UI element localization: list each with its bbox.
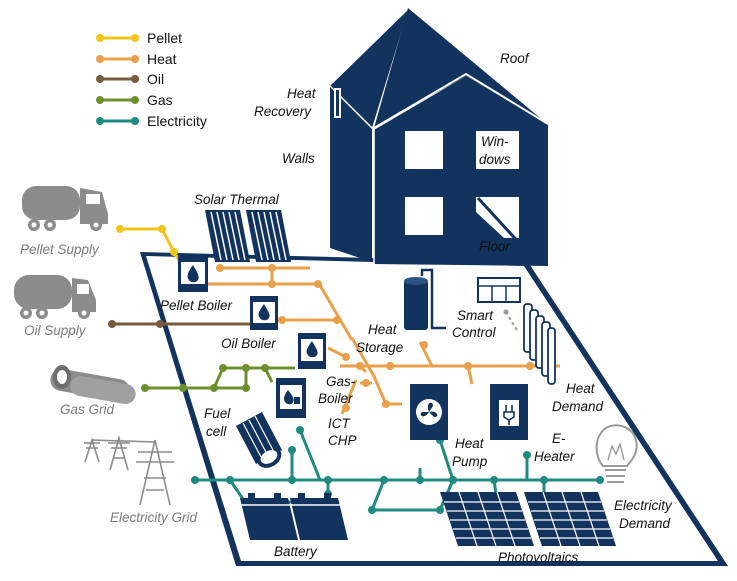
chp-icon — [276, 378, 306, 418]
heat-recovery-label-line1: Heat — [287, 86, 317, 101]
pellet-lines — [120, 227, 182, 263]
window-lower-left — [405, 197, 443, 235]
heat-pump-label-line1: Heat — [455, 436, 485, 451]
legend-label-electricity: Electricity — [147, 113, 207, 129]
electricity-demand-label-line2: Demand — [619, 516, 671, 531]
heat-storage-label-line1: Heat — [368, 322, 398, 337]
e-heater-label-line1: E- — [552, 431, 566, 446]
battery-label: Battery — [274, 544, 318, 559]
fuel-cell-icon — [236, 412, 282, 468]
pellet-boiler-icon — [178, 256, 208, 292]
legend-item-heat: Heat — [96, 51, 177, 67]
windows-label-line2: dows — [479, 152, 511, 167]
pellet-boiler-label: Pellet Boiler — [160, 298, 233, 313]
gas-boiler-icon — [298, 333, 326, 369]
oil-boiler-icon — [250, 296, 278, 330]
window-upper-right — [476, 131, 519, 169]
oil-supply-label: Oil Supply — [24, 323, 87, 338]
ict-chp-label-line2: CHP — [328, 433, 357, 448]
heat-demand-label-line2: Demand — [552, 399, 604, 414]
smart-control-label-line1: Smart — [457, 308, 494, 323]
photovoltaics-label: Photovoltaics — [498, 550, 579, 565]
gas-boiler-label-line2: Boiler — [318, 391, 353, 406]
electricity-demand-label-line1: Electricity — [614, 498, 673, 513]
battery-icon — [240, 493, 348, 540]
smart-control-label-line2: Control — [452, 325, 497, 340]
gas-pipe-icon — [50, 365, 136, 404]
e-heater-label-line2: Heater — [534, 449, 575, 464]
legend-label-gas: Gas — [147, 92, 173, 108]
legend-label-pellet: Pellet — [147, 30, 182, 46]
window-upper-left — [405, 131, 443, 169]
legend-item-oil: Oil — [96, 71, 164, 87]
solar-thermal-collector — [205, 210, 291, 262]
gas-boiler-label-line1: Gas- — [326, 374, 356, 389]
legend-item-pellet: Pellet — [96, 30, 182, 46]
ict-chp-label-line1: ICT — [328, 416, 352, 431]
oil-boiler-label: Oil Boiler — [221, 336, 276, 351]
house — [329, 8, 549, 266]
legend: Pellet Heat Oil Gas Electricity — [96, 30, 207, 129]
walls-label: Walls — [282, 151, 315, 166]
solar-thermal-label: Solar Thermal — [194, 192, 280, 207]
pellet-truck-icon — [22, 186, 108, 231]
house-roof — [374, 8, 545, 128]
smart-control-device-icon — [477, 277, 521, 333]
legend-item-electricity: Electricity — [96, 113, 207, 129]
heat-recovery-label-line2: Recovery — [254, 104, 312, 119]
floor-label: Floor — [479, 239, 510, 254]
e-heater-icon — [490, 384, 528, 440]
photovoltaic-panels — [440, 491, 616, 547]
house-left-wall — [330, 10, 408, 262]
legend-label-heat: Heat — [147, 51, 177, 67]
pellet-supply-label: Pellet Supply — [20, 242, 100, 257]
windows-label-line1: Win- — [481, 134, 509, 149]
light-bulb-icon — [595, 424, 638, 483]
electricity-grid-label: Electricity Grid — [110, 510, 198, 525]
roof-label: Roof — [500, 51, 530, 66]
heat-storage-label-line2: Storage — [356, 340, 403, 355]
heat-storage-tank-icon — [404, 268, 446, 330]
radiator-icon — [523, 303, 556, 385]
fuel-cell-label-line2: cell — [206, 424, 227, 439]
heat-pump-label-line2: Pump — [452, 454, 488, 469]
heat-pump-icon — [410, 384, 448, 440]
heat-demand-label-line1: Heat — [566, 381, 596, 396]
legend-label-oil: Oil — [147, 71, 164, 87]
legend-item-gas: Gas — [96, 92, 173, 108]
gas-grid-label: Gas Grid — [60, 402, 115, 417]
pylon-icon — [84, 435, 174, 506]
oil-truck-icon — [14, 275, 96, 319]
fuel-cell-label-line1: Fuel — [204, 406, 231, 421]
